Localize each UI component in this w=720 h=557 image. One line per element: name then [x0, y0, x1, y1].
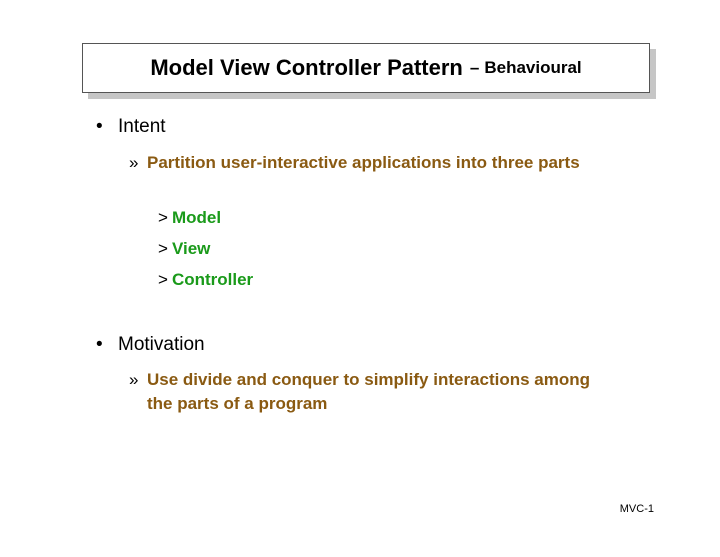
heading-intent: Intent [118, 116, 166, 137]
item-marker: > [158, 208, 168, 227]
bullet-motivation: • Motivation [96, 334, 205, 356]
item-model: >Model [158, 208, 221, 228]
motivation-description: » Use divide and conquer to simplify int… [129, 368, 617, 416]
title-dash: – [469, 58, 480, 77]
intent-text: Partition user-interactive applications … [147, 153, 580, 172]
motivation-text: Use divide and conquer to simplify inter… [147, 370, 591, 413]
sub-marker: » [129, 370, 139, 389]
item-view-label: View [171, 239, 211, 258]
item-marker: > [158, 239, 168, 258]
bullet-dot: • [96, 116, 103, 137]
item-view: >View [158, 239, 210, 259]
title-subtitle: Behavioural [484, 58, 582, 77]
slide-number: MVC-1 [619, 503, 654, 515]
item-controller-label: Controller [171, 270, 254, 289]
item-marker: > [158, 270, 168, 289]
bullet-dot: • [96, 334, 103, 355]
intent-description: » Partition user-interactive application… [129, 151, 617, 175]
sub-marker: » [129, 153, 139, 172]
title-main: Model View Controller Pattern [150, 55, 463, 80]
bullet-intent: • Intent [96, 116, 166, 138]
item-controller: >Controller [158, 270, 253, 290]
title-box: Model View Controller Pattern – Behaviou… [82, 43, 650, 93]
heading-motivation: Motivation [118, 334, 205, 355]
item-model-label: Model [171, 208, 222, 227]
